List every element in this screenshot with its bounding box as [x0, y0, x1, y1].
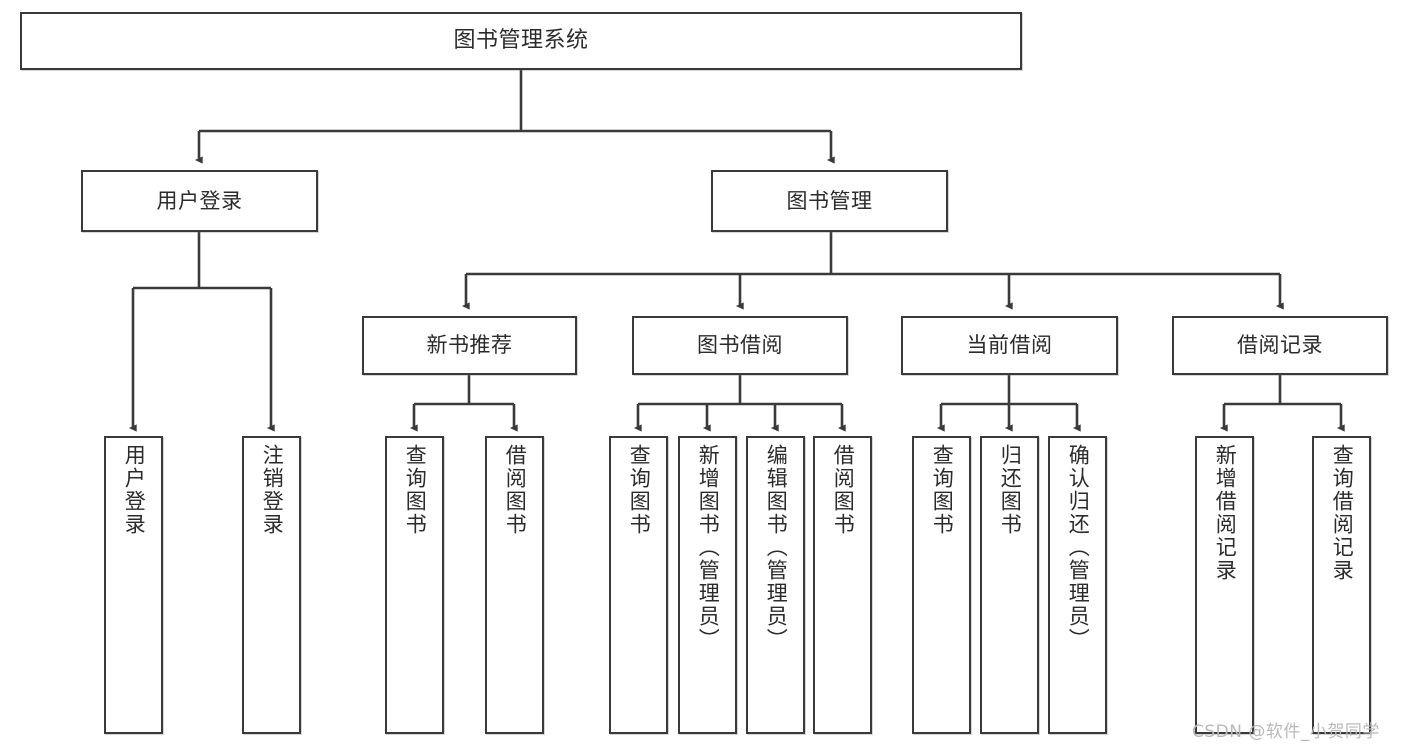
leaf-user-login-label: 用户登录	[122, 444, 147, 536]
leaf-confirm-return-label: 确认归还（管理员）	[1066, 444, 1091, 651]
csdn-watermark: CSDN @软件_小贺同学	[1192, 722, 1380, 742]
leaf-query-borrow-record[interactable]: 查询借阅记录	[1312, 436, 1371, 734]
leaf-add-book[interactable]: 新增图书（管理员）	[678, 436, 737, 734]
node-borrow-record-label: 借阅记录	[1237, 333, 1323, 358]
node-book-manage-label: 图书管理	[786, 188, 873, 213]
leaf-edit-book-label: 编辑图书（管理员）	[764, 444, 789, 651]
leaf-query-book-2-label: 查询图书	[627, 444, 652, 536]
leaf-borrow-book-1-label: 借阅图书	[503, 444, 528, 536]
node-book-borrow[interactable]: 图书借阅	[632, 316, 848, 375]
leaf-query-book-3-label: 查询图书	[930, 444, 955, 536]
leaf-return-book[interactable]: 归还图书	[980, 436, 1039, 734]
leaf-return-book-label: 归还图书	[998, 444, 1023, 536]
leaf-add-borrow-record[interactable]: 新增借阅记录	[1195, 436, 1254, 734]
node-new-book-recommend[interactable]: 新书推荐	[362, 316, 577, 375]
leaf-confirm-return[interactable]: 确认归还（管理员）	[1048, 436, 1107, 734]
node-root[interactable]: 图书管理系统	[20, 12, 1022, 70]
leaf-query-book-2[interactable]: 查询图书	[609, 436, 668, 734]
node-book-manage[interactable]: 图书管理	[711, 170, 948, 232]
node-user-login[interactable]: 用户登录	[81, 170, 318, 232]
leaf-query-book-1[interactable]: 查询图书	[385, 436, 444, 734]
leaf-borrow-book-2[interactable]: 借阅图书	[813, 436, 872, 734]
leaf-query-borrow-record-label: 查询借阅记录	[1330, 444, 1355, 582]
leaf-edit-book[interactable]: 编辑图书（管理员）	[746, 436, 805, 734]
node-current-borrow[interactable]: 当前借阅	[901, 316, 1118, 375]
leaf-logout-login-label: 注销登录	[260, 444, 285, 536]
leaf-query-book-3[interactable]: 查询图书	[912, 436, 971, 734]
node-current-borrow-label: 当前借阅	[966, 333, 1053, 358]
node-root-label: 图书管理系统	[453, 28, 589, 54]
leaf-borrow-book-1[interactable]: 借阅图书	[485, 436, 544, 734]
leaf-user-login[interactable]: 用户登录	[104, 436, 163, 734]
leaf-query-book-1-label: 查询图书	[403, 444, 428, 536]
node-borrow-record[interactable]: 借阅记录	[1172, 316, 1388, 375]
node-book-borrow-label: 图书借阅	[697, 333, 783, 358]
leaf-borrow-book-2-label: 借阅图书	[831, 444, 856, 536]
node-user-login-label: 用户登录	[156, 188, 243, 213]
leaf-add-book-label: 新增图书（管理员）	[696, 444, 721, 651]
node-new-book-recommend-label: 新书推荐	[426, 333, 513, 358]
leaf-logout-login[interactable]: 注销登录	[242, 436, 301, 734]
leaf-add-borrow-record-label: 新增借阅记录	[1213, 444, 1238, 582]
